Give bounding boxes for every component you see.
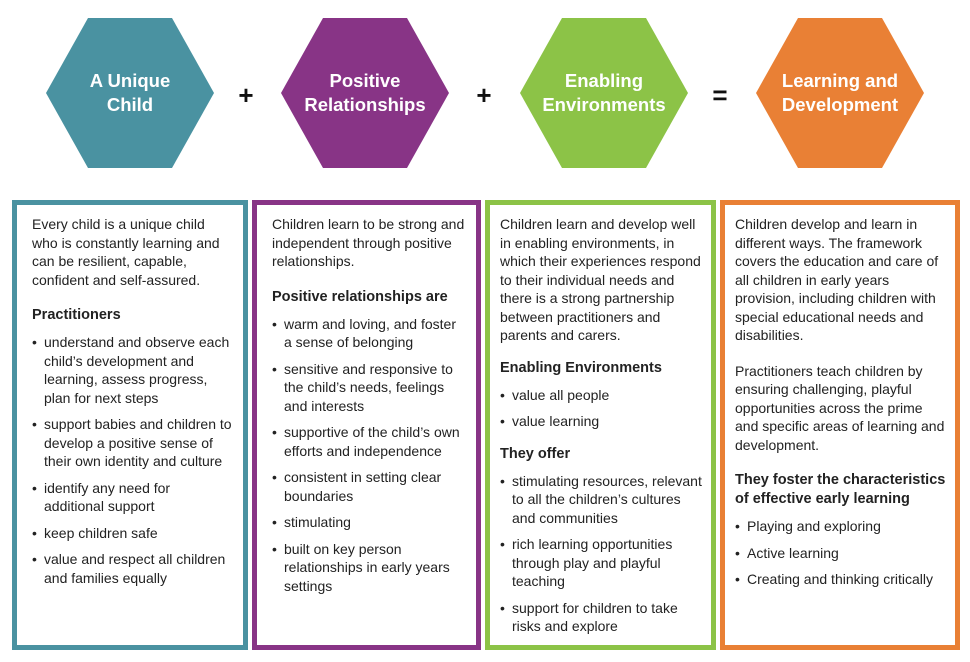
box-learning-development-intro: Children develop and learn in different … (735, 216, 939, 343)
box-learning-development-list: Playing and exploring Active learning Cr… (735, 517, 949, 589)
list-item: value learning (500, 412, 705, 431)
box-positive-relationships: Children learn to be strong and independ… (252, 200, 481, 650)
box-unique-child-heading: Practitioners (32, 307, 121, 323)
hexagon-positive-relationships: Positive Relationships (281, 18, 449, 168)
box-learning-development-heading: They foster the characteristics of effec… (735, 472, 946, 507)
equals-operator: = (712, 80, 728, 110)
hexagon-positive-relationships-label: Positive Relationships (304, 70, 426, 115)
box-positive-relationships-heading: Positive relationships are (272, 288, 448, 305)
box-enabling-environments: Children learn and develop well in enabl… (485, 200, 716, 650)
list-item: sensitive and responsive to the child’s … (272, 360, 466, 416)
list-item: supportive of the child’s own efforts an… (272, 423, 466, 460)
hexagon-enabling-environments-label: Enabling Environments (542, 70, 666, 115)
list-item: consistent in setting clear boundaries (272, 468, 466, 505)
box-positive-relationships-intro: Children learn to be strong and independ… (272, 216, 465, 269)
box-learning-development-practitioners: Practitioners teach children by ensuring… (735, 362, 945, 453)
list-item: Creating and thinking critically (735, 570, 949, 589)
hexagon-unique-child-label: A Unique Child (89, 70, 171, 115)
list-item: value and respect all children and famil… (32, 550, 233, 587)
box-enabling-environments-list: value all people value learning (500, 386, 705, 431)
list-item: value all people (500, 386, 705, 405)
hexagon-learning-development-label: Learning and Development (781, 70, 899, 115)
list-item: built on key person relationships in ear… (272, 540, 466, 596)
box-they-offer-heading: They offer (500, 445, 571, 462)
list-item: warm and loving, and foster a sense of b… (272, 315, 466, 352)
list-item: rich learning opportunities through play… (500, 535, 705, 591)
list-item: stimulating (272, 513, 466, 532)
box-enabling-environments-intro: Children learn and develop well in enabl… (500, 216, 701, 343)
box-unique-child: Every child is a unique child who is con… (12, 200, 248, 650)
list-item: support babies and children to develop a… (32, 415, 233, 471)
list-item: Playing and exploring (735, 517, 949, 536)
hexagon-unique-child: A Unique Child (46, 18, 214, 168)
plus-operator-1: + (238, 80, 254, 110)
box-unique-child-list: understand and observe each child’s deve… (32, 333, 233, 587)
box-they-offer-list: stimulating resources, relevant to all t… (500, 472, 705, 636)
hexagon-enabling-environments: Enabling Environments (520, 18, 688, 168)
list-item: understand and observe each child’s deve… (32, 333, 233, 407)
box-positive-relationships-list: warm and loving, and foster a sense of b… (272, 315, 466, 596)
box-unique-child-intro: Every child is a unique child who is con… (32, 216, 220, 288)
list-item: identify any need for additional support (32, 479, 233, 516)
box-enabling-environments-heading: Enabling Environments (500, 359, 662, 376)
list-item: stimulating resources, relevant to all t… (500, 472, 705, 528)
box-learning-development: Children develop and learn in different … (720, 200, 960, 650)
hexagon-learning-development: Learning and Development (756, 18, 924, 168)
list-item: support for children to take risks and e… (500, 599, 705, 636)
list-item: keep children safe (32, 524, 233, 543)
plus-operator-2: + (476, 80, 492, 110)
list-item: Active learning (735, 544, 949, 563)
